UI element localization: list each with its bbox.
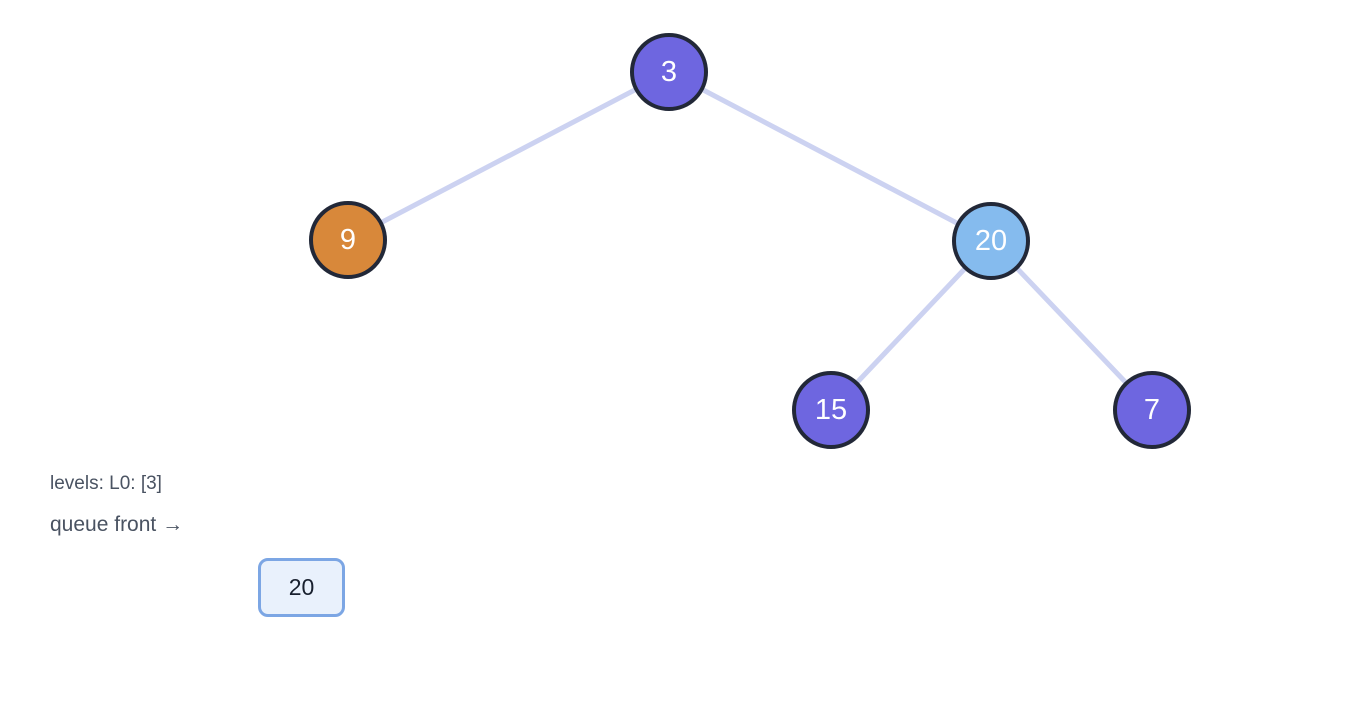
levels-status-text: levels: L0: [3] — [50, 473, 162, 494]
tree-node-3: 3 — [630, 33, 708, 111]
queue-items-row: 20 — [258, 558, 345, 617]
tree-node-20: 20 — [952, 202, 1030, 280]
tree-node-7: 7 — [1113, 371, 1191, 449]
queue-item-20: 20 — [258, 558, 345, 617]
tree-node-9: 9 — [309, 201, 387, 279]
tree-edge-3-9 — [346, 69, 671, 243]
tree-node-15: 15 — [792, 371, 870, 449]
tree-edge-3-20 — [667, 69, 993, 244]
queue-front-label: queue front → — [50, 513, 184, 536]
